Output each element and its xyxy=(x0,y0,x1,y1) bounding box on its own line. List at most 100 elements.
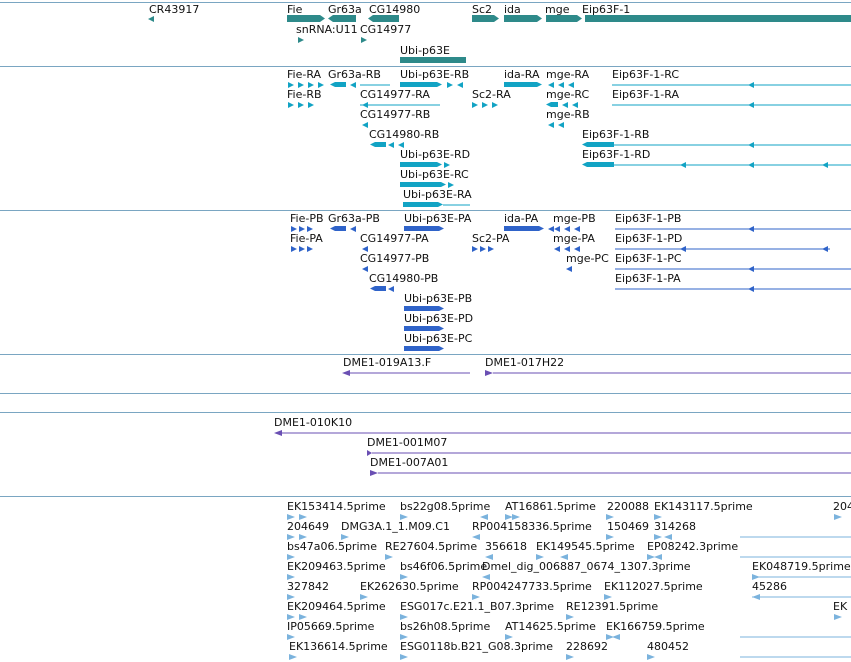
protein-arrow-icon[interactable] xyxy=(480,246,486,252)
protein-arrow-icon[interactable] xyxy=(291,226,297,232)
exon-arrow-icon[interactable] xyxy=(822,162,828,168)
protein-feature[interactable] xyxy=(404,346,444,351)
bac-arrow-icon[interactable] xyxy=(342,370,350,376)
est-label[interactable]: EK143117.5prime xyxy=(654,500,753,513)
transcript-label[interactable]: Eip63F-1-RA xyxy=(612,88,679,101)
gene-arrow-icon[interactable] xyxy=(298,37,304,43)
protein-feature[interactable] xyxy=(404,306,444,311)
protein-arrow-icon[interactable] xyxy=(680,246,686,252)
protein-label[interactable]: Eip63F-1-PB xyxy=(615,212,682,225)
gene-label[interactable]: Sc2 xyxy=(472,3,493,16)
gene-feature[interactable] xyxy=(472,15,499,22)
gene-label[interactable]: Ubi-p63E xyxy=(400,44,450,57)
transcript-label[interactable]: Eip63F-1-RB xyxy=(582,128,650,141)
est-label[interactable]: 45286 xyxy=(752,580,787,593)
est-label[interactable]: bs47a06.5prime xyxy=(287,540,377,553)
transcript-feature[interactable] xyxy=(400,162,442,167)
protein-arrow-icon[interactable] xyxy=(291,246,297,252)
transcript-feature[interactable] xyxy=(546,102,558,107)
est-arrow-icon[interactable] xyxy=(287,594,295,600)
protein-arrow-icon[interactable] xyxy=(748,286,754,292)
est-arrow-icon[interactable] xyxy=(654,554,662,560)
transcript-label[interactable]: CG14977-RA xyxy=(360,88,430,101)
protein-arrow-icon[interactable] xyxy=(307,226,313,232)
gene-feature[interactable] xyxy=(400,57,466,63)
transcript-feature[interactable] xyxy=(330,82,346,87)
gene-label[interactable]: snRNA:U11 xyxy=(296,23,358,36)
est-label[interactable]: RE12391.5prime xyxy=(566,600,659,613)
transcript-label[interactable]: ida-RA xyxy=(504,68,540,81)
protein-arrow-icon[interactable] xyxy=(388,286,394,292)
est-arrow-icon[interactable] xyxy=(536,554,544,560)
protein-arrow-icon[interactable] xyxy=(564,226,570,232)
est-arrow-icon[interactable] xyxy=(485,554,493,560)
protein-arrow-icon[interactable] xyxy=(554,246,560,252)
protein-arrow-icon[interactable] xyxy=(472,246,478,252)
protein-label[interactable]: mge-PA xyxy=(553,232,595,245)
est-arrow-icon[interactable] xyxy=(482,574,490,580)
est-arrow-icon[interactable] xyxy=(834,514,842,520)
est-label[interactable]: DMG3A.1_1.M09.C1 xyxy=(341,520,450,533)
protein-label[interactable]: Fie-PB xyxy=(290,212,324,225)
est-label[interactable]: EK136614.5prime xyxy=(289,640,388,653)
exon-arrow-icon[interactable] xyxy=(457,82,463,88)
protein-feature[interactable] xyxy=(504,226,544,231)
est-arrow-icon[interactable] xyxy=(287,634,295,640)
protein-feature[interactable] xyxy=(404,226,444,231)
est-arrow-icon[interactable] xyxy=(472,594,480,600)
protein-arrow-icon[interactable] xyxy=(299,226,305,232)
est-arrow-icon[interactable] xyxy=(654,534,662,540)
est-arrow-icon[interactable] xyxy=(606,634,614,640)
protein-feature[interactable] xyxy=(370,286,386,291)
protein-arrow-icon[interactable] xyxy=(748,226,754,232)
est-label[interactable]: EK166759.5prime xyxy=(606,620,705,633)
exon-arrow-icon[interactable] xyxy=(558,82,564,88)
transcript-label[interactable]: Fie-RB xyxy=(287,88,322,101)
exon-arrow-icon[interactable] xyxy=(298,102,304,108)
protein-arrow-icon[interactable] xyxy=(307,246,313,252)
gene-label[interactable]: CG14980 xyxy=(369,3,421,16)
protein-arrow-icon[interactable] xyxy=(748,266,754,272)
exon-arrow-icon[interactable] xyxy=(748,102,754,108)
est-arrow-icon[interactable] xyxy=(647,654,655,660)
exon-arrow-icon[interactable] xyxy=(362,122,368,128)
est-arrow-icon[interactable] xyxy=(400,574,408,580)
gene-feature[interactable] xyxy=(585,15,851,22)
est-label[interactable]: EK209463.5prime xyxy=(287,560,386,573)
est-arrow-icon[interactable] xyxy=(654,514,662,520)
transcript-label[interactable]: Gr63a-RB xyxy=(328,68,381,81)
est-label[interactable]: bs26h08.5prime xyxy=(400,620,491,633)
protein-label[interactable]: Sc2-PA xyxy=(472,232,510,245)
est-label[interactable]: IP05669.5prime xyxy=(287,620,375,633)
exon-arrow-icon[interactable] xyxy=(308,82,314,88)
bac-label[interactable]: DME1-017H22 xyxy=(485,356,565,369)
est-arrow-icon[interactable] xyxy=(400,634,408,640)
est-label[interactable]: ESG0118b.B21_G08.3prime xyxy=(400,640,554,653)
exon-arrow-icon[interactable] xyxy=(492,102,498,108)
exon-arrow-icon[interactable] xyxy=(388,142,394,148)
exon-arrow-icon[interactable] xyxy=(448,182,454,188)
transcript-feature[interactable] xyxy=(504,82,542,87)
est-label[interactable]: 220088 xyxy=(607,500,649,513)
exon-arrow-icon[interactable] xyxy=(680,162,686,168)
exon-arrow-icon[interactable] xyxy=(748,82,754,88)
exon-arrow-icon[interactable] xyxy=(482,102,488,108)
exon-arrow-icon[interactable] xyxy=(288,82,294,88)
exon-arrow-icon[interactable] xyxy=(288,102,294,108)
protein-arrow-icon[interactable] xyxy=(299,246,305,252)
protein-label[interactable]: Ubi-p63E-PC xyxy=(404,332,473,345)
exon-arrow-icon[interactable] xyxy=(472,102,478,108)
protein-feature[interactable] xyxy=(330,226,346,231)
est-arrow-icon[interactable] xyxy=(287,514,295,520)
exon-arrow-icon[interactable] xyxy=(298,82,304,88)
gene-feature[interactable] xyxy=(504,15,542,22)
protein-arrow-icon[interactable] xyxy=(566,266,572,272)
est-arrow-icon[interactable] xyxy=(560,554,568,560)
est-label[interactable]: EK xyxy=(833,600,848,613)
est-label[interactable]: AT16861.5prime xyxy=(505,500,596,513)
protein-label[interactable]: Gr63a-PB xyxy=(328,212,380,225)
exon-arrow-icon[interactable] xyxy=(447,82,453,88)
gene-label[interactable]: ida xyxy=(504,3,521,16)
bac-label[interactable]: DME1-010K10 xyxy=(274,416,353,429)
est-label[interactable]: 204 xyxy=(833,500,851,513)
